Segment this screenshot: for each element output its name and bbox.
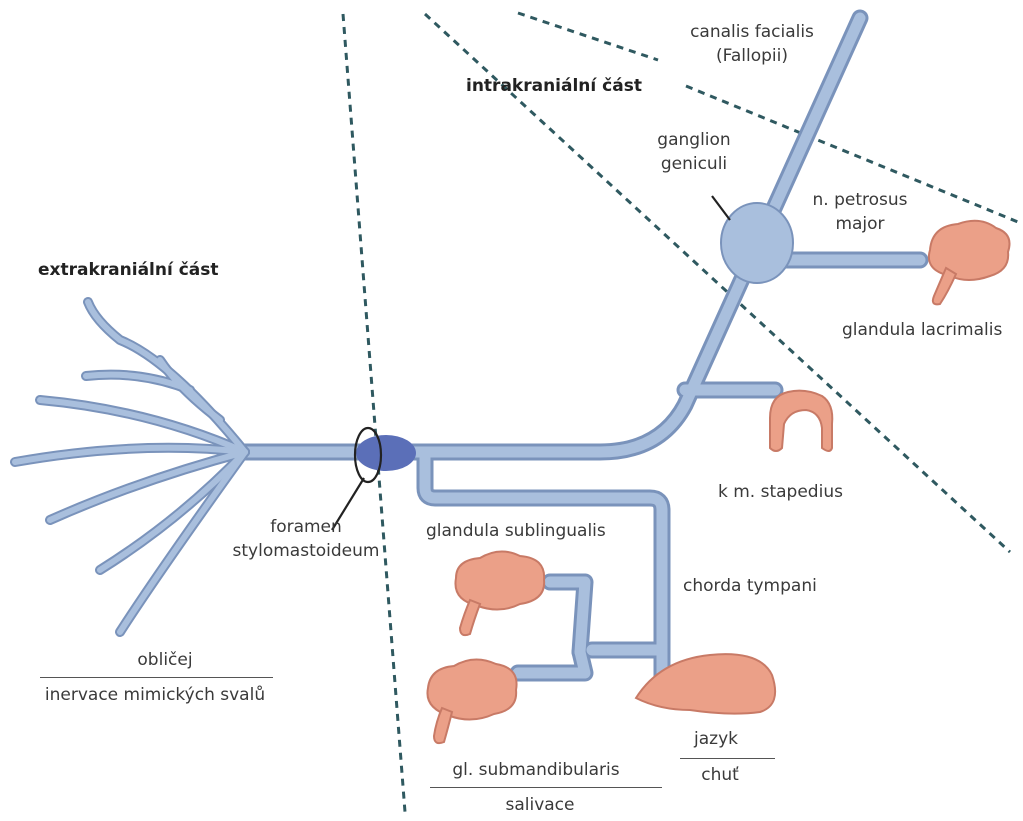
n-petrosus-major-label: n. petrosus major <box>795 188 925 236</box>
dashed-line-foramen <box>343 14 405 812</box>
facial-branches <box>15 302 245 632</box>
lacrimal-gland-icon <box>929 221 1010 305</box>
salivace-label: salivace <box>440 793 640 817</box>
stapedius-muscle-icon <box>770 391 832 451</box>
oblicej-label: obličej <box>60 648 270 672</box>
salivation-divider <box>430 787 662 788</box>
sublingual-gland-icon <box>455 551 544 635</box>
inervace-label: inervace mimických svalů <box>20 683 290 707</box>
foramen-stylomastoideum-label: foramen stylomastoideum <box>226 515 386 563</box>
jazyk-label: jazyk <box>676 727 756 751</box>
intracranial-part-label: intrakraniální část <box>466 74 642 98</box>
glandula-sublingualis-label: glandula sublingualis <box>426 519 606 543</box>
nerve-trunk <box>240 18 920 690</box>
submandibularis-label: gl. submandibularis <box>426 758 646 782</box>
stapedius-label: k m. stapedius <box>718 480 843 504</box>
face-divider <box>40 677 273 678</box>
glandula-lacrimalis-label: glandula lacrimalis <box>842 318 1002 342</box>
ganglion-leader <box>712 196 730 220</box>
leader-lines <box>332 196 730 530</box>
ganglion-geniculi-swelling <box>721 203 793 283</box>
ganglion-geniculi-label: ganglion geniculi <box>634 128 754 176</box>
foramen-stylomastoideum-marker <box>356 435 416 471</box>
chorda-tympani-label: chorda tympani <box>683 574 817 598</box>
canalis-facialis-label: canalis facialis (Fallopii) <box>672 20 832 68</box>
submandibular-gland-icon <box>427 659 516 743</box>
extracranial-part-label: extrakraniální část <box>38 258 219 282</box>
chut-label: chuť <box>680 763 760 787</box>
tongue-divider <box>680 758 775 759</box>
dashed-line-intracranial-top <box>518 13 658 60</box>
